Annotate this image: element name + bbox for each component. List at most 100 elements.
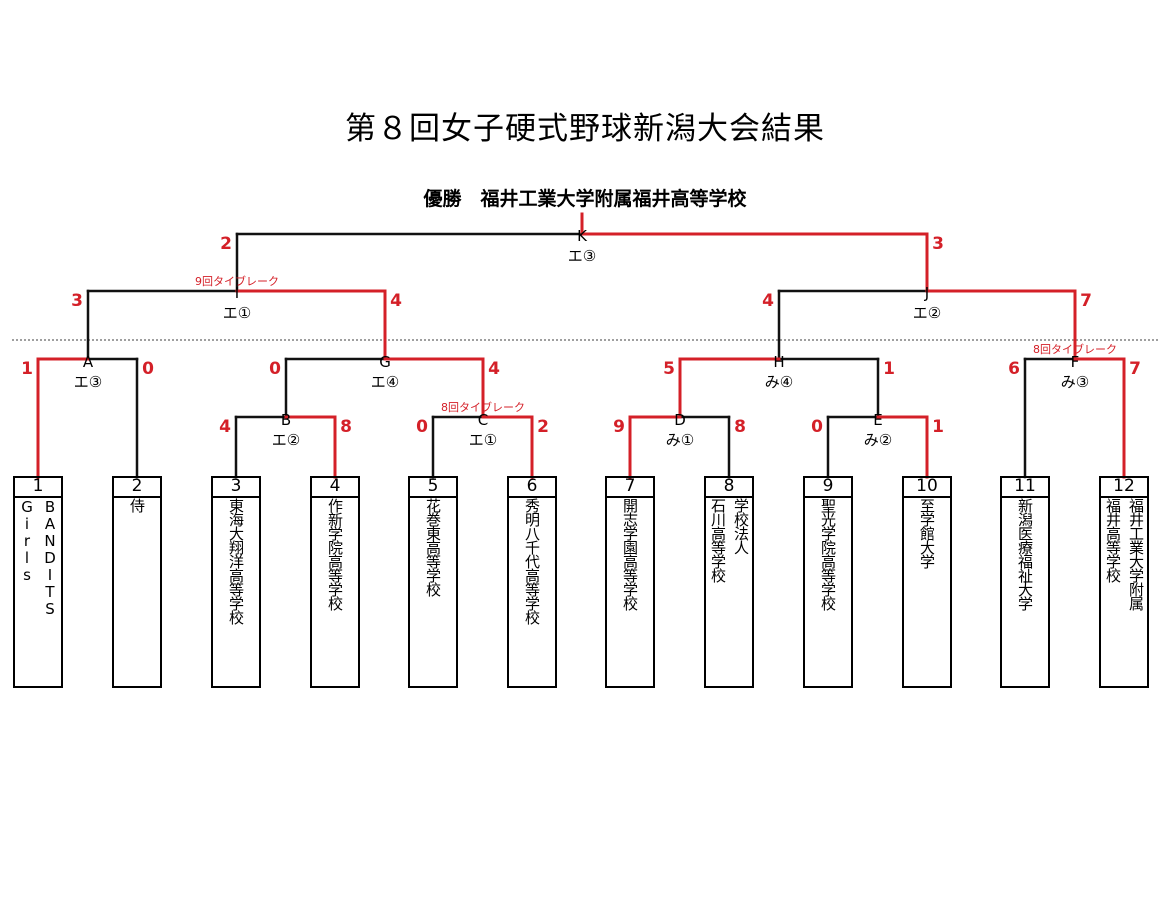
team-number-9: 9	[803, 477, 853, 498]
page-title: 第８回女子硬式野球新潟大会結果	[345, 111, 825, 147]
team-name-box-5: 花巻東高等学校	[408, 496, 458, 686]
team-number-7: 7	[605, 477, 655, 498]
team-box-10	[902, 476, 952, 688]
score-k-right: 3	[932, 234, 944, 254]
team-box-5	[408, 476, 458, 688]
match-venue-d: み①	[666, 431, 694, 449]
team-box-1	[13, 476, 63, 688]
team-number-4: 4	[310, 477, 360, 498]
team-number-3: 3	[211, 477, 261, 498]
team-name-box-10: 至学館大学	[902, 496, 952, 686]
team-name-2-line-1: 侍	[128, 498, 146, 512]
score-f-right: 7	[1129, 359, 1141, 379]
match-id-k: K	[577, 227, 588, 245]
match-id-d: D	[674, 411, 686, 429]
score-d-left: 9	[613, 417, 625, 437]
team-name-8-line-1: 学校法人	[732, 498, 750, 554]
score-i-left: 3	[71, 291, 83, 311]
score-c-right: 2	[537, 417, 549, 437]
score-h-right: 1	[883, 359, 895, 379]
team-name-box-12: 福井工業大学附属福井高等学校	[1099, 496, 1149, 686]
team-box-9	[803, 476, 853, 688]
team-number-5: 5	[408, 477, 458, 498]
team-number-12: 12	[1099, 477, 1149, 498]
team-number-11: 11	[1000, 477, 1050, 498]
match-id-c: C	[478, 411, 488, 429]
team-name-3-line-1: 東海大翔洋高等学校	[227, 498, 245, 624]
score-f-left: 6	[1008, 359, 1020, 379]
team-name-9-line-1: 聖光学院高等学校	[819, 498, 837, 610]
team-name-box-4: 作新学院高等学校	[310, 496, 360, 686]
match-id-f: F	[1071, 353, 1080, 371]
score-b-right: 8	[340, 417, 352, 437]
score-j-left: 4	[762, 291, 774, 311]
match-venue-k: エ③	[568, 247, 596, 265]
match-id-i: I	[235, 284, 239, 302]
team-name-11-line-1: 新潟医療福祉大学	[1016, 498, 1034, 610]
match-id-e: E	[873, 411, 882, 429]
team-name-box-6: 秀明八千代高等学校	[507, 496, 557, 686]
team-name-box-8: 学校法人石川高等学校	[704, 496, 754, 686]
tiebreak-note-f: 8回タイブレーク	[1033, 342, 1117, 356]
match-venue-i: エ①	[223, 304, 251, 322]
team-name-box-7: 開志学園高等学校	[605, 496, 655, 686]
champion-label: 優勝 福井工業大学附属福井高等学校	[423, 188, 747, 210]
team-name-4-line-1: 作新学院高等学校	[326, 498, 344, 610]
team-name-7-line-1: 開志学園高等学校	[621, 498, 639, 610]
team-name-6-line-1: 秀明八千代高等学校	[523, 498, 541, 624]
team-number-1: 1	[13, 477, 63, 498]
team-box-6	[507, 476, 557, 688]
score-g-left: 0	[269, 359, 281, 379]
team-name-10-line-1: 至学館大学	[918, 498, 936, 568]
match-id-h: H	[773, 353, 784, 371]
team-name-box-9: 聖光学院高等学校	[803, 496, 853, 686]
team-name-1-line-2: Girls	[18, 498, 36, 583]
team-name-1-line-1: BANDITS	[41, 498, 59, 617]
match-venue-f: み③	[1061, 373, 1089, 391]
score-g-right: 4	[488, 359, 500, 379]
team-name-box-1: BANDITS Girls	[13, 496, 63, 686]
score-e-right: 1	[932, 417, 944, 437]
team-number-6: 6	[507, 477, 557, 498]
team-name-12-line-2: 福井高等学校	[1104, 498, 1122, 582]
score-j-right: 7	[1080, 291, 1092, 311]
score-c-left: 0	[416, 417, 428, 437]
team-name-box-11: 新潟医療福祉大学	[1000, 496, 1050, 686]
match-venue-a: エ③	[74, 373, 102, 391]
match-venue-e: み②	[864, 431, 892, 449]
score-i-right: 4	[390, 291, 402, 311]
team-box-11	[1000, 476, 1050, 688]
match-id-j: J	[924, 284, 929, 302]
team-number-2: 2	[112, 477, 162, 498]
match-venue-h: み④	[765, 373, 793, 391]
score-b-left: 4	[219, 417, 231, 437]
score-k-left: 2	[220, 234, 232, 254]
score-a-left: 1	[21, 359, 33, 379]
team-box-12	[1099, 476, 1149, 688]
team-name-box-2: 侍	[112, 496, 162, 686]
score-e-left: 0	[811, 417, 823, 437]
team-box-3	[211, 476, 261, 688]
match-venue-j: エ②	[913, 304, 941, 322]
team-name-5-line-1: 花巻東高等学校	[424, 498, 442, 596]
match-venue-g: エ④	[371, 373, 399, 391]
match-venue-c: エ①	[469, 431, 497, 449]
team-box-8	[704, 476, 754, 688]
tiebreak-note-c: 8回タイブレーク	[441, 400, 525, 414]
team-box-7	[605, 476, 655, 688]
team-box-2	[112, 476, 162, 688]
team-name-box-3: 東海大翔洋高等学校	[211, 496, 261, 686]
team-box-4	[310, 476, 360, 688]
score-h-left: 5	[663, 359, 675, 379]
match-venue-b: エ②	[272, 431, 300, 449]
match-id-a: A	[83, 353, 94, 371]
team-name-12-line-1: 福井工業大学附属	[1127, 498, 1145, 610]
team-name-8-line-2: 石川高等学校	[709, 498, 727, 582]
match-id-b: B	[281, 411, 291, 429]
tiebreak-note-i: 9回タイブレーク	[195, 274, 279, 288]
team-number-10: 10	[902, 477, 952, 498]
team-number-8: 8	[704, 477, 754, 498]
score-a-right: 0	[142, 359, 154, 379]
match-id-g: G	[379, 353, 391, 371]
